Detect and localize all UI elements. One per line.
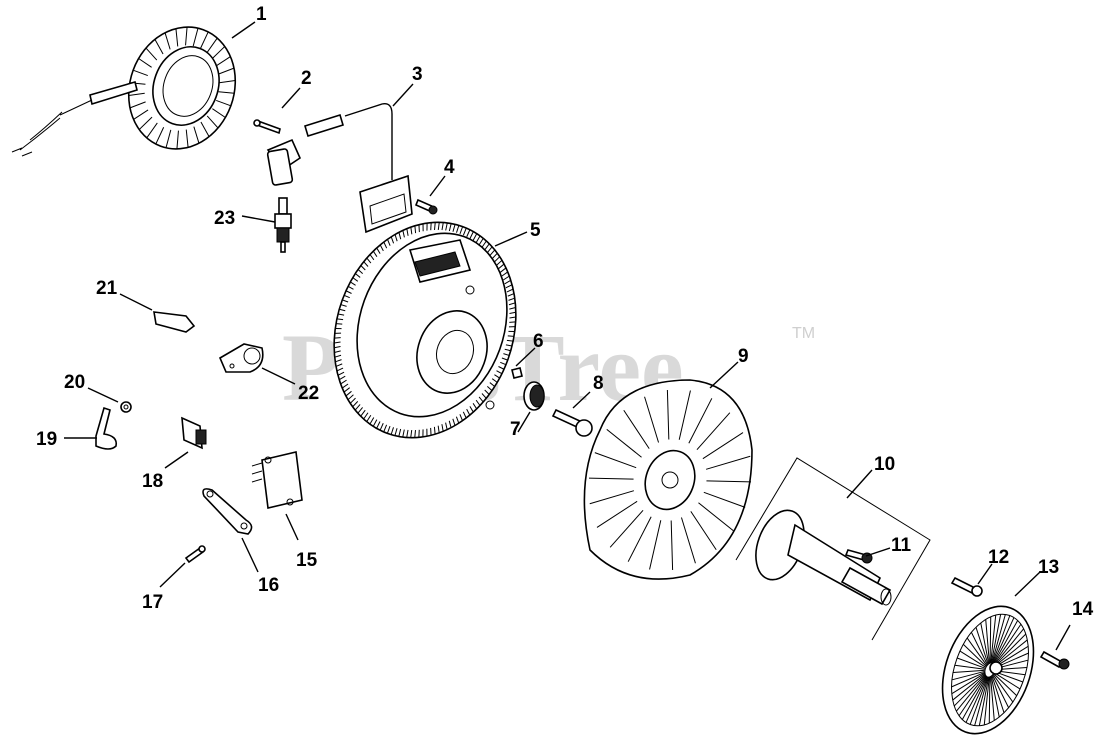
callout-10: 10 [874, 454, 895, 475]
callout-14: 14 [1072, 599, 1094, 620]
callout-18: 18 [142, 471, 163, 492]
callout-15: 15 [296, 550, 318, 571]
callout-11: 11 [891, 535, 912, 556]
part-bolt-14[interactable] [1039, 650, 1070, 670]
part-ignition-module[interactable] [266, 103, 413, 234]
callout-22: 22 [298, 383, 319, 404]
callout-13: 13 [1038, 557, 1059, 578]
callout-2: 2 [301, 68, 312, 89]
part-clip[interactable] [95, 406, 118, 450]
part-flywheel[interactable] [305, 197, 546, 464]
callout-7: 7 [510, 419, 521, 440]
part-bolt-8[interactable] [551, 408, 593, 437]
part-washer[interactable] [523, 381, 545, 411]
part-clamp[interactable] [218, 343, 264, 373]
part-rectifier[interactable] [251, 451, 303, 509]
callout-numbers: 1 2 3 4 5 6 7 8 9 10 11 12 13 14 15 16 1… [36, 4, 1094, 620]
part-connector-18[interactable] [181, 416, 207, 450]
callout-9: 9 [738, 346, 749, 367]
part-screen[interactable] [926, 594, 1050, 738]
callout-1: 1 [256, 4, 267, 25]
part-stator[interactable] [11, 12, 252, 164]
callout-12: 12 [988, 547, 1009, 568]
part-screw-12[interactable] [950, 576, 983, 597]
callout-4: 4 [444, 157, 455, 178]
part-key[interactable] [511, 367, 523, 379]
callout-5: 5 [530, 220, 541, 241]
callout-6: 6 [533, 331, 544, 352]
part-screw-17[interactable] [184, 545, 206, 564]
part-hub-shaft[interactable] [735, 457, 931, 641]
part-nut[interactable] [120, 401, 132, 413]
callout-3: 3 [412, 64, 423, 85]
part-fan[interactable] [583, 379, 753, 580]
watermark-tm: TM [792, 325, 815, 342]
part-spark-plug[interactable] [274, 197, 292, 253]
leader-lines [64, 21, 1071, 651]
callout-16: 16 [258, 575, 279, 596]
part-bracket[interactable] [202, 488, 253, 535]
callout-17: 17 [142, 592, 163, 613]
callout-8: 8 [593, 373, 604, 394]
callout-23: 23 [214, 208, 235, 229]
part-screw-2[interactable] [253, 119, 281, 135]
callout-20: 20 [64, 372, 85, 393]
part-screw-4[interactable] [414, 198, 438, 215]
callout-21: 21 [96, 278, 118, 299]
part-connector-21[interactable] [153, 311, 196, 333]
callout-19: 19 [36, 429, 57, 450]
